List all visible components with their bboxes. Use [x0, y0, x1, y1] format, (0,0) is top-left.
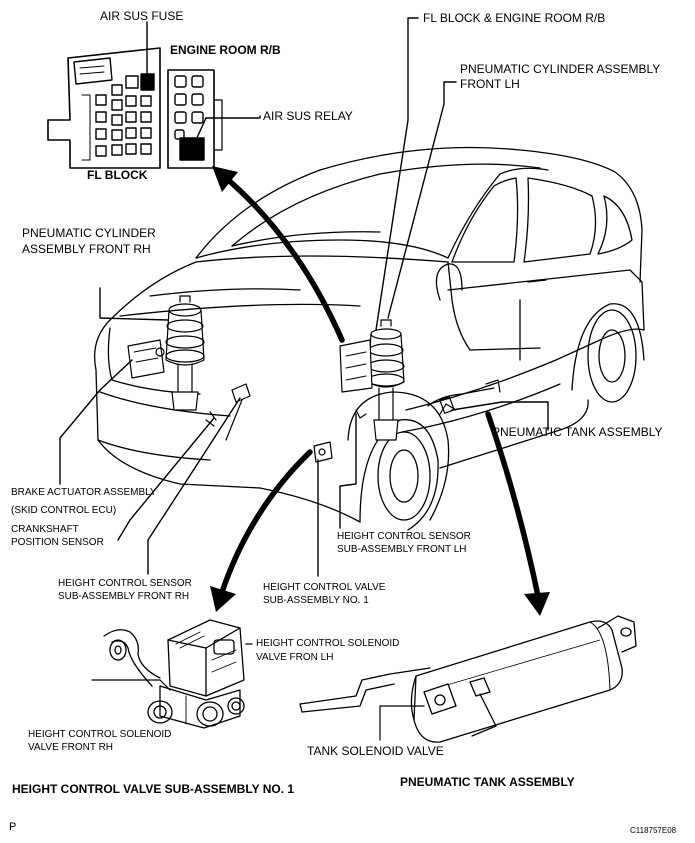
- height-control-valve-detail: [103, 619, 245, 729]
- label-height-sensor-lh-line1: HEIGHT CONTROL SENSOR: [337, 531, 471, 542]
- label-height-sensor-rh-line2: SUB-ASSEMBLY FRONT RH: [58, 591, 190, 602]
- label-brake-actuator-line2: (SKID CONTROL ECU): [11, 505, 117, 516]
- label-pneumatic-tank-assembly: PNEUMATIC TANK ASSEMBLY: [492, 425, 663, 439]
- air-sus-fuse-marker: [140, 73, 155, 91]
- arrow-to-tank-detail: [485, 411, 550, 616]
- label-pneumatic-cylinder-lh-line1: PNEUMATIC CYLINDER ASSEMBLY: [460, 62, 661, 76]
- height-control-sensor-front-rh: [205, 383, 251, 441]
- vehicle-outline: [93, 146, 645, 531]
- label-pneumatic-cylinder-rh-line1: PNEUMATIC CYLINDER: [22, 226, 156, 240]
- label-air-sus-relay: AIR SUS RELAY: [263, 109, 353, 123]
- title-height-control-valve: HEIGHT CONTROL VALVE SUB-ASSEMBLY NO. 1: [12, 782, 295, 796]
- arrow-to-valve-detail: [210, 449, 313, 612]
- label-height-sensor-rh-line1: HEIGHT CONTROL SENSOR: [58, 578, 192, 589]
- label-brake-actuator-line1: BRAKE ACTUATOR ASSEMBLY: [11, 487, 157, 498]
- label-crankshaft-line2: POSITION SENSOR: [11, 537, 104, 548]
- label-solenoid-rh-line1: HEIGHT CONTROL SOLENOID: [28, 729, 172, 740]
- air-sus-relay-marker: [179, 137, 205, 161]
- fl-block-fuse-box: [47, 47, 161, 169]
- label-height-valve-line1: HEIGHT CONTROL VALVE: [263, 582, 386, 593]
- engine-room-relay-box: [167, 69, 223, 169]
- pneumatic-tank-in-vehicle: [427, 379, 501, 415]
- label-air-sus-fuse: AIR SUS FUSE: [100, 9, 184, 23]
- label-pneumatic-cylinder-lh-line2: FRONT LH: [460, 77, 520, 91]
- label-solenoid-lh-line1: HEIGHT CONTROL SOLENOID: [256, 638, 400, 649]
- label-fl-block-engine-room: FL BLOCK & ENGINE ROOM R/B: [423, 11, 606, 25]
- label-solenoid-rh-line2: VALVE FRONT RH: [28, 742, 114, 753]
- label-crankshaft-line1: CRANKSHAFT: [11, 524, 79, 535]
- pneumatic-cylinder-front-rh: [127, 295, 205, 411]
- label-engine-room-rb: ENGINE ROOM R/B: [170, 43, 281, 57]
- label-tank-solenoid-valve: TANK SOLENOID VALVE: [307, 744, 444, 758]
- title-pneumatic-tank: PNEUMATIC TANK ASSEMBLY: [400, 775, 575, 789]
- pneumatic-cylinder-front-lh: [313, 319, 405, 463]
- label-height-valve-line2: SUB-ASSEMBLY NO. 1: [263, 595, 369, 606]
- pneumatic-tank-detail: [299, 615, 637, 743]
- corner-mark: P: [9, 821, 17, 833]
- figure-code: C118757E08: [630, 826, 677, 835]
- arrow-to-fuse-box: [212, 166, 345, 343]
- label-fl-block: FL BLOCK: [87, 168, 148, 182]
- label-pneumatic-cylinder-rh-line2: ASSEMBLY FRONT RH: [22, 242, 151, 256]
- label-solenoid-lh-line2: VALVE FRON LH: [256, 652, 334, 663]
- label-height-sensor-lh-line2: SUB-ASSEMBLY FRONT LH: [337, 544, 467, 555]
